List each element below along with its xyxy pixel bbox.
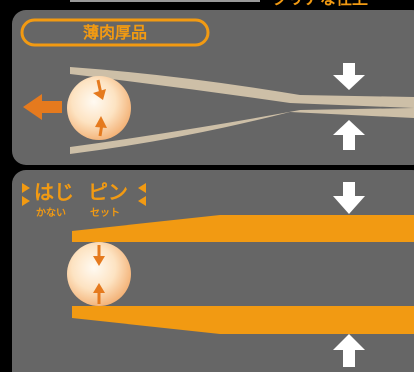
lower-up-arrow-icon bbox=[333, 334, 365, 367]
upper-ball-arrow-up-icon bbox=[95, 116, 107, 137]
lower-title-left-bracket bbox=[22, 183, 30, 206]
lower-tweezer-bottom-arm bbox=[72, 306, 414, 334]
badge-label: 薄肉厚品 bbox=[83, 23, 147, 42]
lower-ball bbox=[67, 242, 131, 306]
lower-title-right-bracket bbox=[138, 183, 146, 206]
lower-title-right: ピン bbox=[88, 180, 128, 204]
upper-left-arrow-icon bbox=[23, 94, 62, 120]
badge-frame bbox=[20, 18, 210, 47]
lower-ball-arrow-down-icon bbox=[93, 245, 105, 266]
upper-tweezer-top-arm bbox=[70, 67, 414, 108]
top-banner-cropped-line bbox=[70, 0, 260, 2]
lower-tweezer-top-arm bbox=[72, 215, 414, 242]
upper-ball bbox=[67, 76, 131, 140]
lower-ball-arrow-up-icon bbox=[93, 283, 105, 304]
upper-up-arrow-icon bbox=[333, 120, 365, 150]
lower-ruby-right: セット bbox=[90, 207, 120, 219]
upper-tweezer-bottom-arm bbox=[70, 108, 414, 154]
lower-title-left: はじ bbox=[34, 180, 74, 204]
upper-down-arrow-icon bbox=[333, 63, 365, 90]
upper-ball-arrow-down-icon bbox=[93, 79, 106, 100]
lower-down-arrow-icon bbox=[333, 182, 365, 214]
lower-ruby-left: かない bbox=[36, 207, 66, 219]
top-banner-cropped-text: クリアな仕上 bbox=[272, 0, 368, 8]
